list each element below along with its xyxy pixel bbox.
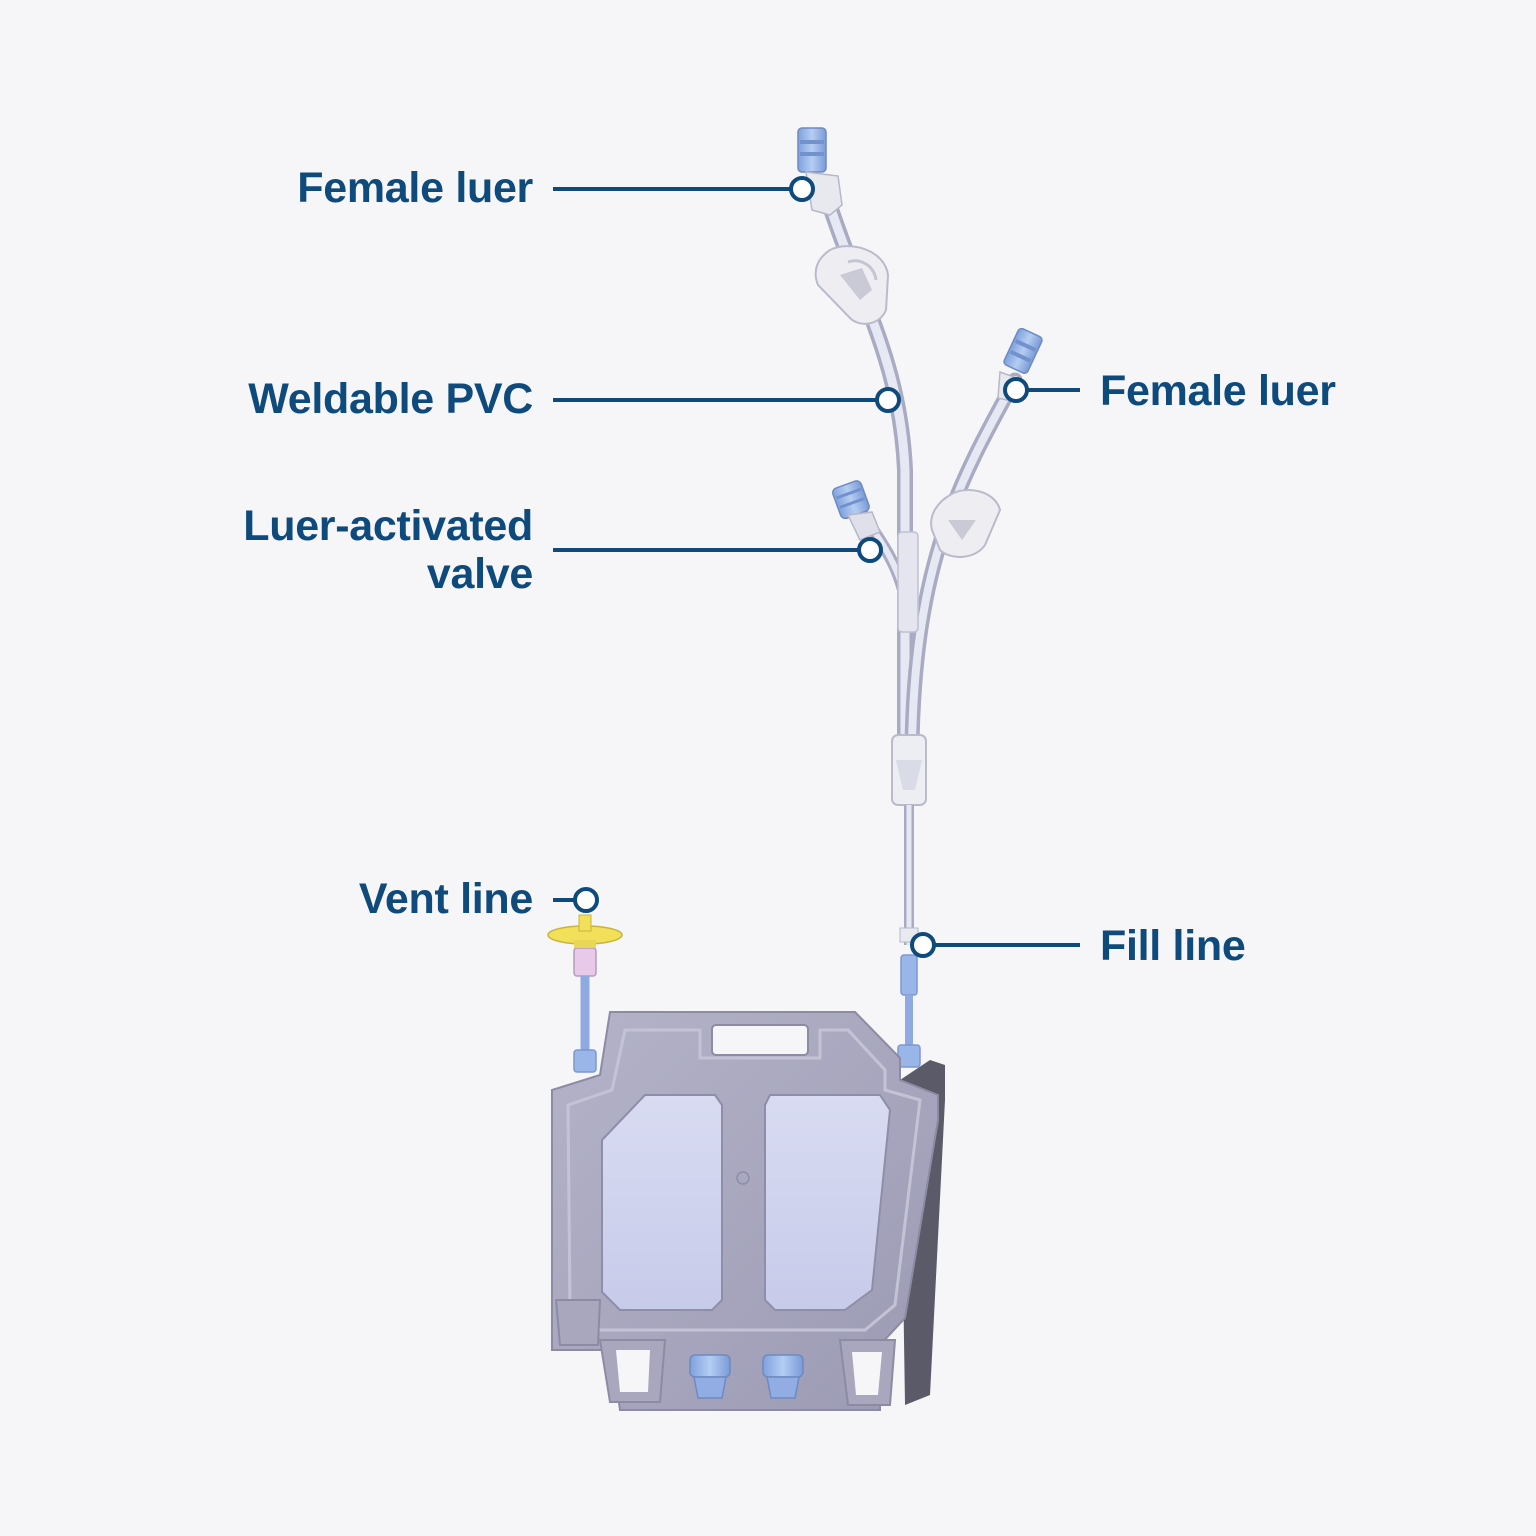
label-female-luer-right: Female luer: [1100, 367, 1336, 415]
label-fill-line: Fill line: [1100, 922, 1246, 970]
bottom-port-right-icon: [762, 1354, 804, 1399]
fill-line-tube: [897, 805, 921, 1068]
callout-marker-icon: [857, 537, 883, 563]
callout-luer-activated-valve: [553, 537, 883, 563]
top-clamp-icon: [814, 245, 890, 325]
vent-line-assembly: [573, 947, 597, 1073]
vent-filter-icon: [547, 914, 623, 948]
label-vent-line: Vent line: [358, 875, 533, 923]
callout-marker-icon: [1003, 377, 1029, 403]
container-bag: [551, 1011, 945, 1411]
bottom-port-left-icon: [689, 1354, 731, 1399]
label-weldable-pvc: Weldable PVC: [248, 375, 533, 423]
callout-female-luer-right: [1003, 377, 1080, 403]
luer-activated-valve-icon: [832, 480, 881, 541]
label-female-luer-top: Female luer: [297, 164, 533, 212]
label-luer-activated-valve-line2: valve: [426, 550, 533, 598]
label-luer-activated-valve-line1: Luer-activated: [243, 502, 533, 550]
main-tube: [820, 192, 913, 753]
callout-marker-icon: [910, 932, 936, 958]
callout-female-luer-top: [553, 176, 815, 202]
top-female-luer-icon: [797, 127, 843, 216]
callout-weldable-pvc: [553, 387, 901, 413]
right-branch-tube: [904, 372, 1023, 753]
label-luer-activated-valve: Luer-activated valve: [243, 502, 533, 598]
right-clamp-icon: [930, 489, 1002, 558]
callout-fill-line: [910, 932, 1080, 958]
callout-marker-icon: [875, 387, 901, 413]
callout-marker-icon: [573, 887, 599, 913]
callout-vent-line: [553, 887, 599, 913]
callout-marker-icon: [789, 176, 815, 202]
